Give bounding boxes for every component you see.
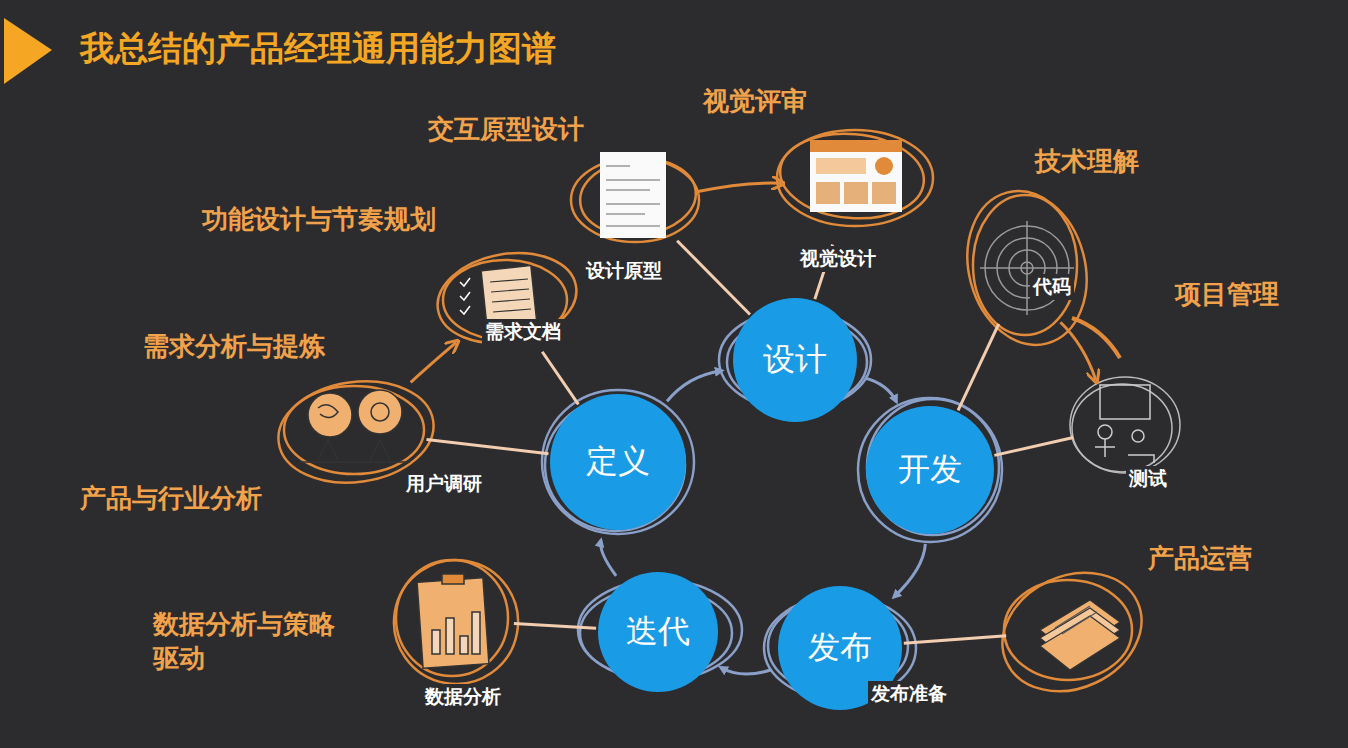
illustration-caption: 代码 — [1030, 274, 1074, 300]
test-scene — [1095, 385, 1154, 463]
link-line — [427, 439, 549, 453]
skill-label: 产品与行业分析 — [80, 481, 262, 516]
skill-label: 功能设计与节奏规划 — [202, 202, 436, 237]
stage-circle: 开发 — [866, 406, 994, 534]
illustration-node: 设计原型 — [577, 140, 693, 256]
illustration-node: 发布准备 — [1008, 569, 1132, 693]
illustration-node: 视觉设计 — [785, 106, 925, 246]
illustration-node: 用户调研 — [285, 361, 425, 501]
illustration-node: 需求文档 — [444, 237, 568, 361]
stage-label: 开发 — [898, 448, 962, 492]
illustration-caption: 视觉设计 — [797, 246, 879, 272]
skill-label: 数据分析与策略 驱动 — [153, 608, 343, 676]
illustration-node: 代码 — [964, 204, 1088, 328]
cycle-arrow — [865, 378, 897, 402]
cycle-arrow — [667, 371, 722, 402]
stage-label: 定义 — [586, 440, 650, 484]
skill-label: 视觉评审 — [703, 84, 807, 119]
flow-arrow — [697, 183, 782, 192]
link-line — [677, 241, 750, 315]
code-target — [980, 221, 1074, 315]
illustration-node: 测试 — [1074, 376, 1174, 476]
data-clipboard — [417, 574, 489, 668]
skill-label: 项目管理 — [1175, 277, 1279, 312]
visual-page — [810, 140, 902, 212]
stage-circle: 设计 — [733, 298, 857, 422]
stage-label: 设计 — [763, 338, 827, 382]
flow-arrow — [411, 342, 457, 382]
link-line — [958, 324, 999, 410]
link-line — [514, 624, 596, 629]
link-line — [994, 438, 1073, 456]
cycle-arrow — [721, 667, 772, 674]
stage-label: 发布 — [808, 626, 872, 670]
illustration-caption: 测试 — [1126, 466, 1170, 492]
illustration-caption: 发布准备 — [868, 681, 950, 707]
title: 我总结的产品经理通用能力图谱 — [80, 26, 556, 72]
skill-label: 产品运营 — [1148, 541, 1252, 576]
illustration-node: 数据分析 — [396, 562, 512, 678]
skill-label: 技术理解 — [1035, 144, 1139, 179]
skill-label: 需求分析与提炼 — [143, 329, 325, 364]
prototype-page — [600, 152, 666, 238]
skill-label: 交互原型设计 — [428, 112, 584, 147]
illustration-caption: 数据分析 — [422, 684, 504, 710]
illustration-caption: 需求文档 — [482, 319, 564, 345]
illustration-caption: 设计原型 — [583, 258, 665, 284]
link-line — [904, 636, 1006, 644]
stage-circle: 定义 — [550, 394, 686, 530]
sketch-rings-grey — [1070, 377, 1180, 473]
flow-arrow — [1060, 322, 1095, 380]
stage-circle: 迭代 — [598, 572, 718, 692]
stage-label: 迭代 — [626, 610, 690, 654]
link-line — [542, 352, 578, 405]
user-research — [300, 390, 410, 462]
title-marker — [4, 18, 52, 84]
cycle-arrow — [894, 544, 926, 597]
cycle-arrow — [601, 540, 617, 576]
illustration-caption: 用户调研 — [403, 471, 485, 497]
release-papers — [1040, 600, 1120, 670]
orange-decor — [1072, 318, 1120, 358]
